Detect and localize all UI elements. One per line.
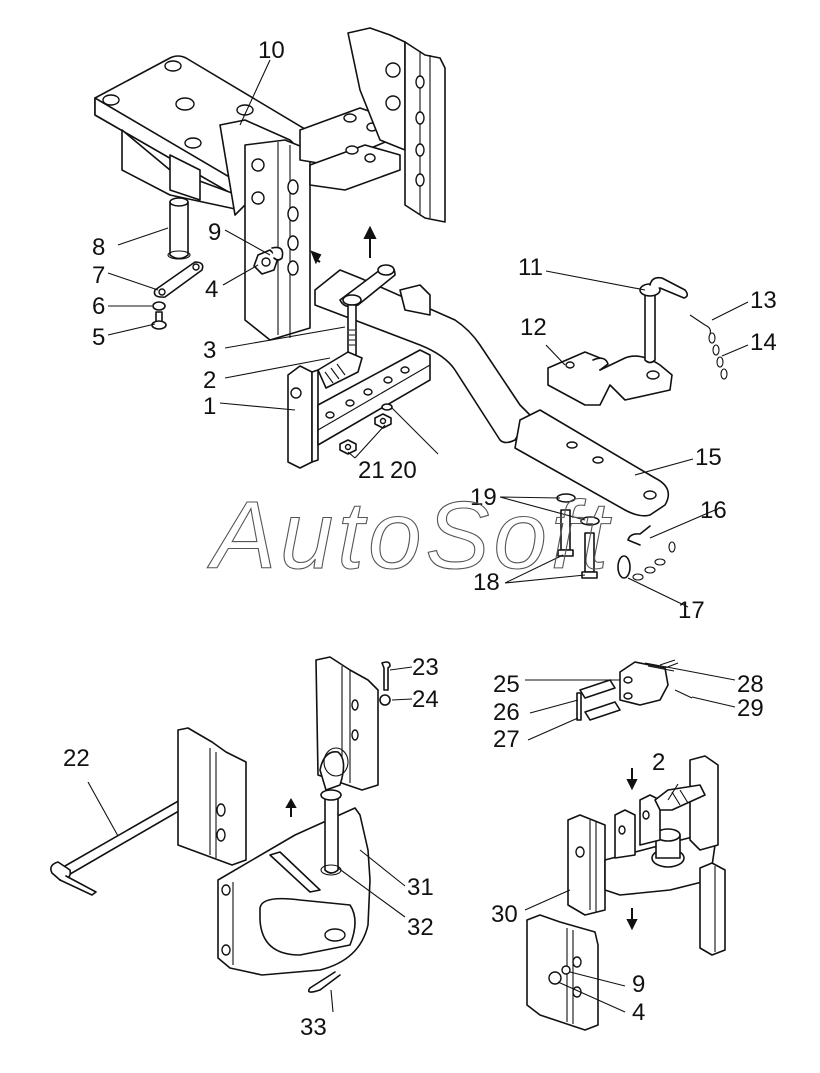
callout-25: 25 — [493, 671, 520, 698]
cotter-pin-16 — [627, 525, 651, 546]
callout-33: 33 — [300, 1014, 327, 1041]
bolt-2 — [317, 351, 363, 389]
cotter-pin-33 — [307, 971, 341, 993]
callout-28: 28 — [737, 671, 764, 698]
callout-22: 22 — [63, 745, 90, 772]
callout-14: 14 — [750, 329, 777, 356]
spring-28-cotter-29 — [659, 659, 693, 699]
watermark: AutoSoft — [207, 482, 612, 589]
callout-17: 17 — [678, 597, 705, 624]
lower-slide-plate — [526, 914, 599, 1031]
callout-31: 31 — [407, 874, 434, 901]
leader-lines — [87, 59, 749, 1013]
callout-29: 29 — [737, 695, 764, 722]
bolts-18-washers-19 — [556, 493, 600, 579]
spring-clip-13-chain-14 — [689, 314, 728, 380]
callout-6: 6 — [92, 293, 105, 320]
bolt-5 — [151, 311, 167, 330]
callout-4: 4 — [205, 276, 218, 303]
callout-19: 19 — [470, 484, 497, 511]
callout-27: 27 — [493, 726, 520, 753]
callout-9: 9 — [208, 219, 221, 246]
callout-7: 7 — [92, 262, 105, 289]
callout-15: 15 — [695, 444, 722, 471]
direction-arrows — [285, 225, 638, 931]
ring-17-chain — [617, 541, 676, 581]
callout-3: 3 — [203, 337, 216, 364]
pickup-hitch-body-30 — [567, 755, 726, 956]
callout-32: 32 — [407, 914, 434, 941]
hitch-pin-11 — [639, 276, 689, 364]
callout-23: 23 — [412, 654, 439, 681]
callout-2: 2 — [203, 367, 216, 394]
callout-20: 20 — [390, 457, 417, 484]
coupling-pin-32 — [319, 747, 349, 876]
drawbar-15 — [314, 269, 670, 517]
clevis-block-25 — [619, 661, 675, 706]
callout-13: 13 — [750, 287, 777, 314]
callout-18: 18 — [473, 569, 500, 596]
retaining-plate-7 — [153, 261, 204, 298]
pin-23-ball-24 — [379, 661, 391, 706]
lower-bracket-1 — [287, 349, 431, 469]
callout-16: 16 — [700, 497, 727, 524]
callout-4b: 4 — [632, 999, 645, 1026]
nuts-21-washer-20 — [339, 403, 393, 455]
callout-9b: 9 — [632, 971, 645, 998]
left-channel-bracket — [177, 727, 247, 866]
callout-30: 30 — [491, 901, 518, 928]
pins-26-27 — [576, 679, 621, 721]
hitch-mounting-frame — [94, 27, 446, 341]
callout-labels: 10 8 9 7 4 6 5 3 2 1 21 20 11 12 13 14 1… — [63, 37, 777, 1041]
callout-8: 8 — [92, 234, 105, 261]
pin-8 — [167, 197, 191, 260]
callout-12: 12 — [520, 314, 547, 341]
lift-link-3 — [339, 264, 396, 356]
callout-21: 21 — [358, 457, 385, 484]
callout-24: 24 — [412, 686, 439, 713]
callout-11: 11 — [518, 254, 543, 281]
callout-1: 1 — [203, 393, 216, 420]
nut-4-washer-9 — [253, 246, 284, 275]
callout-5: 5 — [92, 324, 105, 351]
callout-26: 26 — [493, 699, 520, 726]
callout-10: 10 — [258, 37, 285, 64]
washer-6 — [152, 301, 166, 311]
callout-2b: 2 — [652, 749, 665, 776]
